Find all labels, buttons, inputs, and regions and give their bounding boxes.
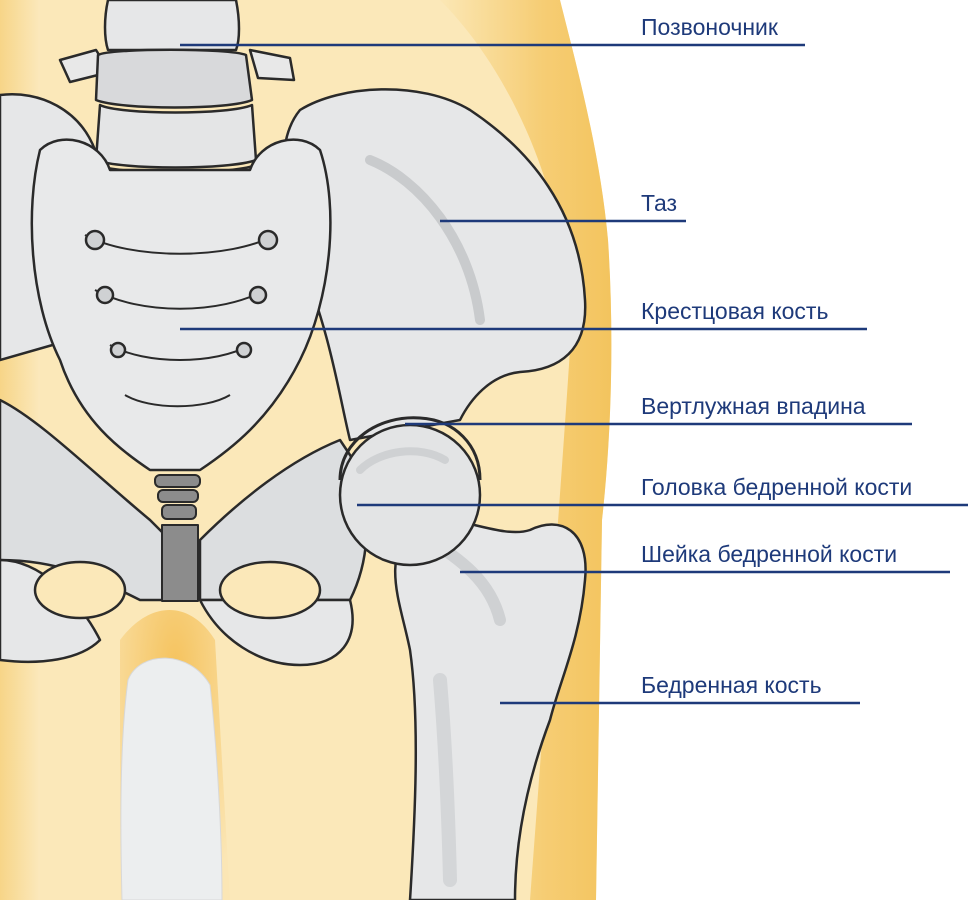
label-spine: Позвоночник [641, 14, 779, 40]
label-pelvis: Таз [641, 190, 677, 216]
coccyx-symphysis [154, 474, 201, 602]
label-femur: Бедренная кость [641, 672, 822, 698]
label-femoral-neck: Шейка бедренной кости [641, 541, 897, 567]
sacrum-bone [30, 138, 332, 472]
label-acetabulum: Вертлужная впадина [641, 393, 866, 419]
label-femoral-head: Головка бедренной кости [641, 474, 912, 500]
leader-lines [180, 43, 968, 705]
femoral-head-bone [338, 416, 482, 567]
labels: Позвоночник Таз Крестцовая кость Вертлуж… [641, 14, 912, 698]
label-sacrum: Крестцовая кость [641, 298, 828, 324]
